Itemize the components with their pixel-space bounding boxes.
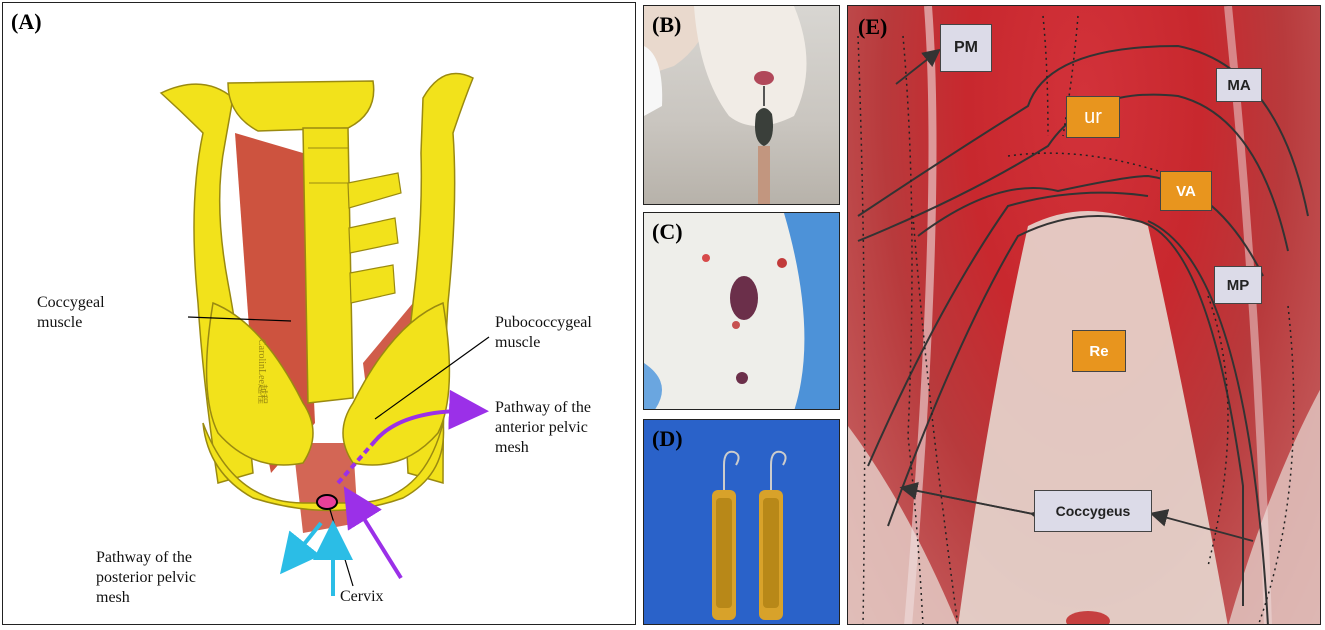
panel-e: (E) PM MA ur VA MP Re Coccygeus	[847, 5, 1321, 625]
cervix-label: Cervix	[340, 588, 384, 605]
outline-re-right	[1147, 220, 1269, 624]
rectum-tissue	[958, 211, 1228, 624]
pelvic-ring	[205, 301, 314, 466]
anterior-pathway-arrow	[373, 389, 489, 443]
pelvis-illustration	[159, 72, 490, 596]
pm-arrow	[895, 48, 941, 85]
anterior-pathway-entry	[343, 486, 403, 580]
panel-d-letter: (D)	[652, 426, 683, 451]
pubococcygeal-muscle-label: Pubococcygeal muscle	[495, 314, 592, 351]
va-tag: VA	[1160, 171, 1212, 211]
pelvic-floor	[202, 422, 445, 512]
panel-b: (B)	[643, 5, 840, 205]
surgical-site-photo	[644, 213, 839, 409]
panel-c: (C)	[643, 212, 840, 410]
panel-c-letter: (C)	[652, 219, 683, 244]
mp-tag: MP	[1214, 266, 1262, 304]
panel-a-letter: (A)	[11, 9, 42, 34]
posterior-pathway-label: Pathway of the posterior pelvic mesh	[96, 549, 196, 606]
coccygeal-muscle-label: Coccygeal muscle	[37, 294, 105, 331]
pubococcygeal-leader	[374, 336, 490, 420]
outline-va	[917, 174, 1264, 277]
re-tag: Re	[1072, 330, 1126, 372]
panel-e-letter: (E)	[858, 14, 888, 39]
watermark-text: CarolinLee越程	[256, 339, 267, 404]
coccygeus-tag: Coccygeus	[1034, 490, 1152, 532]
pm-tag: PM	[940, 24, 992, 72]
anterior-pathway-label: Pathway of the anterior pelvic mesh	[495, 399, 591, 456]
hook-instruments-photo	[712, 450, 787, 620]
spine	[302, 127, 354, 404]
outline-re-left	[887, 215, 1244, 606]
coccygeus-arrow-left-head	[899, 481, 1034, 515]
panel-d: (D)	[643, 419, 840, 625]
coccygeal-leader	[187, 316, 292, 322]
panel-a: (A)	[2, 2, 636, 625]
sacrum	[227, 80, 375, 132]
coccygeus-arrow-right	[1149, 509, 1254, 542]
cervix-marker	[316, 494, 338, 510]
panel-b-letter: (B)	[652, 12, 682, 37]
outline-outer	[857, 44, 1309, 217]
ma-tag: MA	[1216, 68, 1262, 102]
outline-inner-left	[867, 191, 1149, 467]
weighted-rat-photo	[644, 6, 807, 204]
ur-tag: ur	[1066, 96, 1120, 138]
